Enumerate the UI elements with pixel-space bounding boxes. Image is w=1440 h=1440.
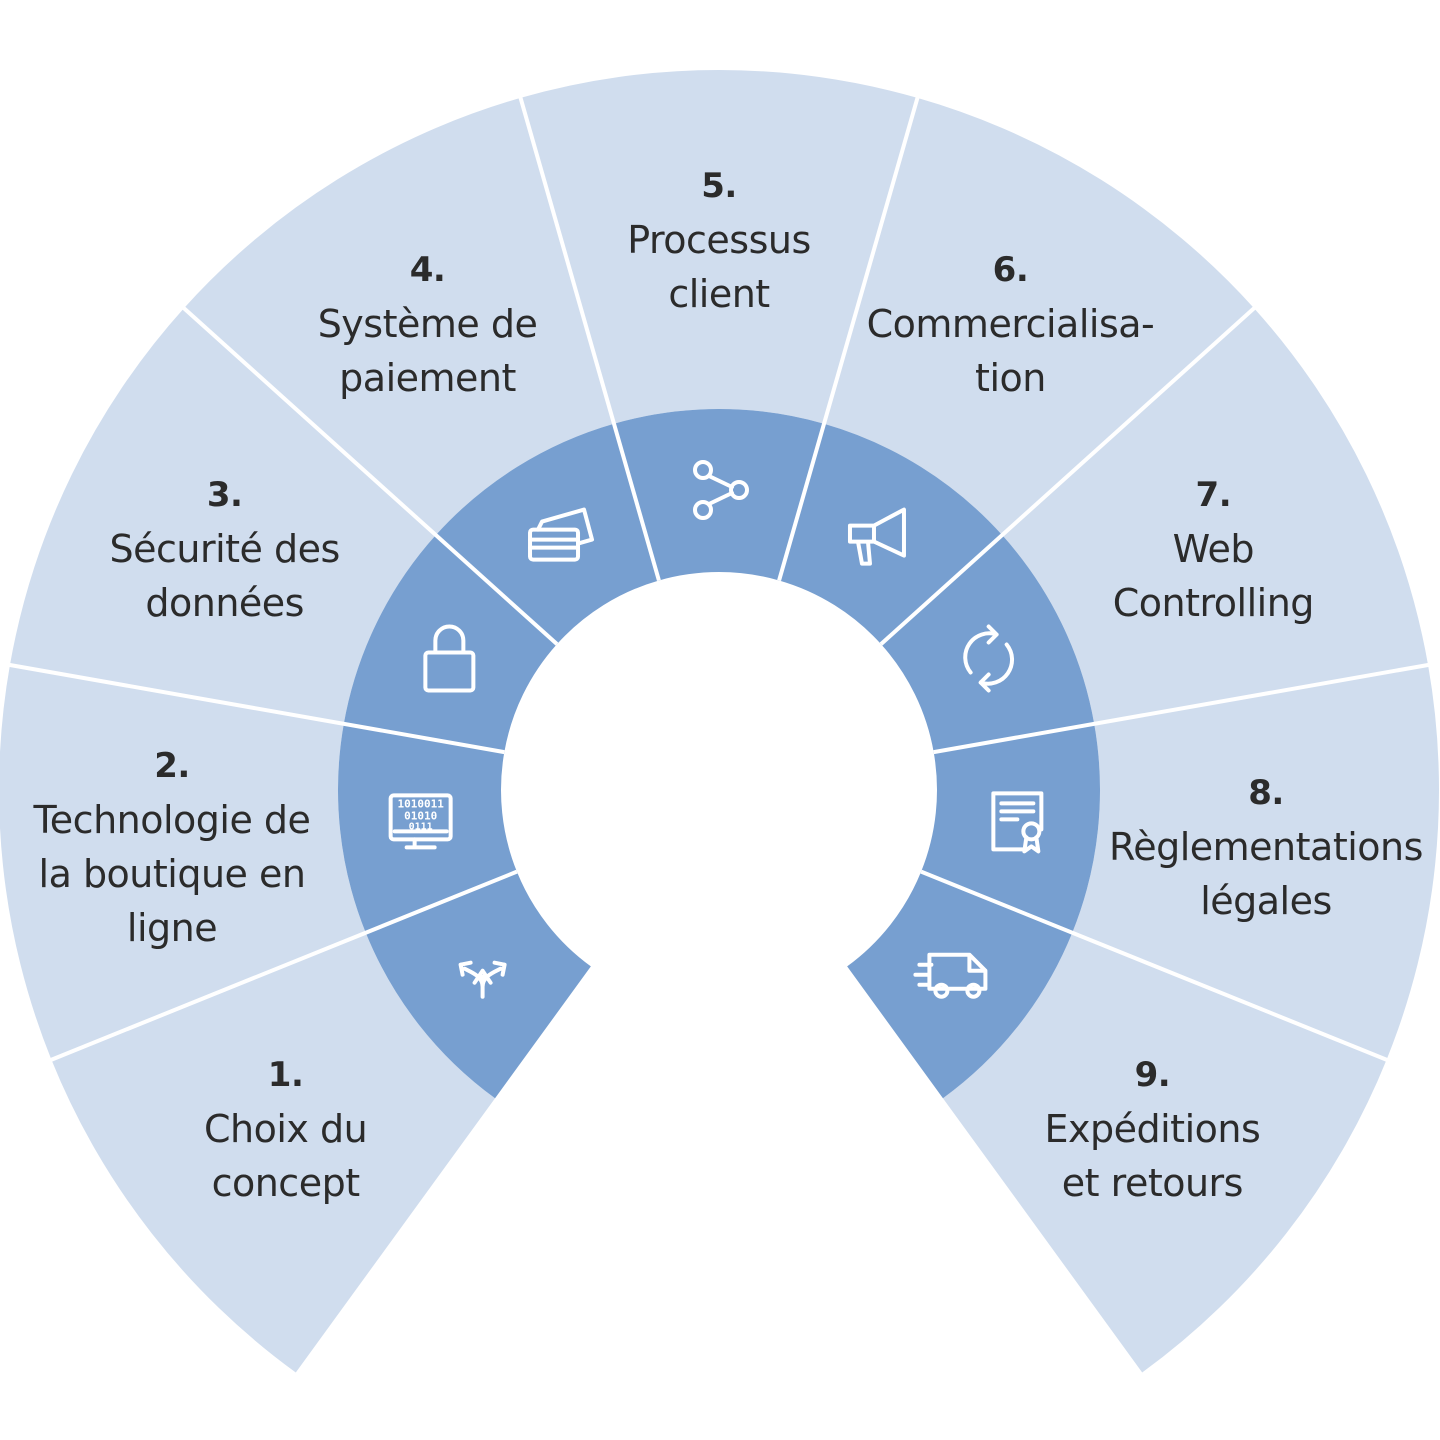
segment-number: 7.	[1195, 474, 1232, 515]
segment-divider	[777, 92, 921, 581]
outer-segment	[1072, 664, 1439, 1060]
segment-divider	[920, 869, 1392, 1064]
segment-number: 9.	[1134, 1054, 1171, 1095]
svg-text:1010011: 1010011	[397, 797, 444, 810]
outer-segment	[51, 932, 496, 1373]
refresh-cycle-icon	[963, 624, 1015, 693]
outer-segment	[183, 97, 614, 536]
segment-title: Web Controlling	[1112, 526, 1315, 625]
inner-segment	[343, 535, 557, 753]
svg-text:0111: 0111	[409, 821, 433, 832]
certificate-icon	[991, 791, 1044, 854]
segment-7	[881, 308, 1429, 753]
outer-segment	[9, 308, 436, 724]
lock-icon	[423, 624, 476, 693]
outer-segment	[520, 69, 918, 424]
segment-4	[183, 97, 659, 645]
segment-label-7: 7. Web Controlling	[1033, 468, 1393, 630]
segment-divider	[46, 869, 518, 1064]
segment-label-5: 5. Processus client	[539, 159, 899, 321]
segment-label-1: 1. Choix du concept	[106, 1048, 466, 1210]
segment-divider	[178, 303, 559, 646]
segment-title: Sécurité des données	[109, 526, 341, 625]
segment-divider	[933, 662, 1434, 755]
megaphone-icon	[847, 507, 906, 566]
segment-label-4: 4. Système de paiement	[248, 243, 608, 405]
outer-segment	[824, 97, 1255, 536]
split-arrows-icon	[458, 960, 507, 999]
outer-segment	[0, 664, 366, 1060]
segment-title: Technologie de la boutique en ligne	[33, 798, 311, 951]
segment-8	[921, 664, 1439, 1060]
inner-segment	[435, 423, 659, 645]
segment-title: Commercialisa- tion	[866, 301, 1155, 400]
inner-segment	[338, 723, 517, 933]
segment-label-9: 9. Expéditions et retours	[972, 1048, 1332, 1210]
segment-divider	[4, 662, 505, 755]
segment-3	[9, 308, 557, 753]
segment-title: Règlementations légales	[1109, 825, 1423, 924]
segment-title: Système de paiement	[317, 301, 538, 400]
inner-segment	[613, 409, 825, 581]
segment-divider	[517, 92, 661, 581]
inner-segment	[779, 423, 1003, 645]
outer-segment	[942, 932, 1387, 1373]
segment-6	[779, 97, 1255, 645]
svg-text:01010: 01010	[404, 809, 437, 822]
inner-segment	[847, 871, 1073, 1099]
segment-number: 8.	[1248, 773, 1284, 814]
segment-9	[847, 871, 1387, 1373]
credit-cards-icon	[528, 507, 595, 562]
segment-label-3: 3. Sécurité des données	[45, 468, 405, 630]
segment-1	[51, 871, 591, 1373]
segment-number: 6.	[992, 249, 1029, 290]
segment-number: 3.	[206, 474, 243, 515]
segment-number: 2.	[154, 746, 190, 787]
segment-5	[520, 69, 918, 581]
segment-label-6: 6. Commercialisa- tion	[830, 243, 1190, 405]
inner-segment	[365, 871, 591, 1099]
segment-label-8: 8. Règlementations légales	[1086, 766, 1440, 928]
segment-number: 4.	[409, 249, 446, 290]
inner-segment	[921, 723, 1100, 933]
share-nodes-icon	[693, 460, 749, 520]
delivery-van-icon	[913, 952, 988, 999]
segment-divider	[879, 303, 1260, 646]
segment-number: 5.	[701, 166, 737, 206]
segment-number: 1.	[267, 1054, 304, 1095]
segment-title: Choix du concept	[203, 1106, 368, 1205]
outer-segment	[1002, 308, 1429, 724]
segment-title: Expéditions et retours	[1044, 1106, 1261, 1205]
segment-title: Processus client	[627, 218, 811, 316]
segment-label-2: 2. Technologie de la boutique en ligne	[0, 739, 352, 955]
